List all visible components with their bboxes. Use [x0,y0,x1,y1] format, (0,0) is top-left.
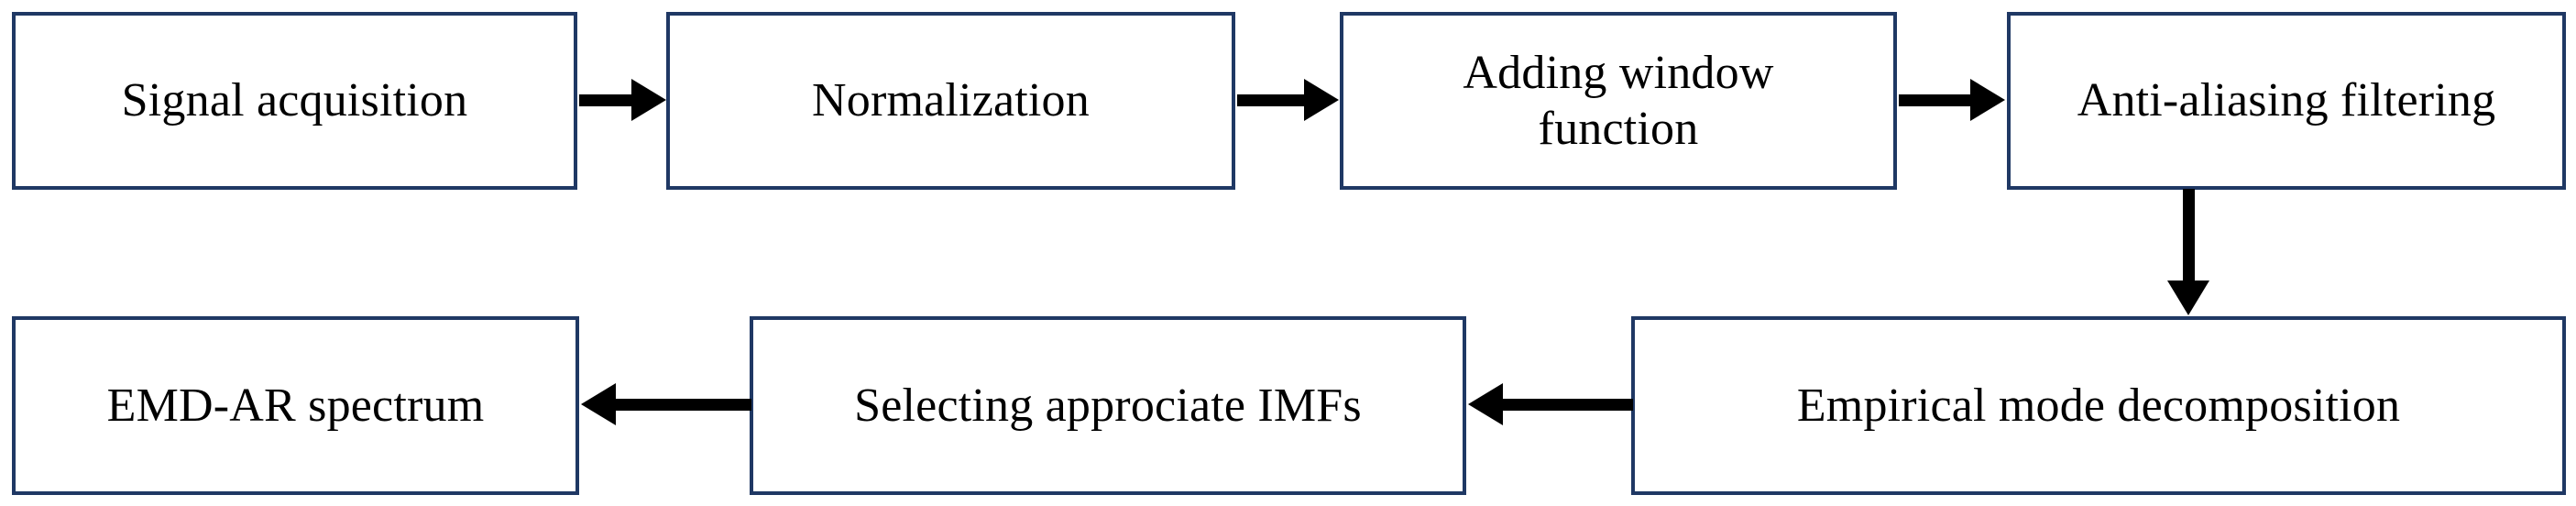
node-label: Signal acquisition [121,74,468,127]
arrow-shaft [2183,189,2195,285]
node-anti-aliasing-filtering[interactable]: Anti-aliasing filtering [2007,12,2566,190]
arrow-shaft [1899,94,1972,106]
node-adding-window-function[interactable]: Adding window function [1340,12,1897,190]
node-label: Adding window function [1463,46,1774,155]
node-selecting-approciate-imfs[interactable]: Selecting approciate IMFs [750,316,1466,495]
node-normalization[interactable]: Normalization [666,12,1235,190]
arrowhead-right-icon [1970,79,2005,121]
node-signal-acquisition[interactable]: Signal acquisition [12,12,577,190]
arrowhead-right-icon [1304,79,1339,121]
node-label: Anti-aliasing filtering [2077,74,2496,127]
node-label: EMD-AR spectrum [106,379,485,432]
node-label: Normalization [812,74,1090,127]
arrowhead-left-icon [581,383,616,425]
arrow-shaft [1237,94,1307,106]
arrowhead-down-icon [2167,280,2209,315]
node-emd-ar-spectrum[interactable]: EMD-AR spectrum [12,316,579,495]
arrow-shaft [614,399,751,411]
arrowhead-right-icon [631,79,666,121]
arrowhead-left-icon [1468,383,1503,425]
node-empirical-mode-decomposition[interactable]: Empirical mode decomposition [1631,316,2566,495]
arrow-shaft [579,94,634,106]
node-label: Empirical mode decomposition [1796,379,2401,432]
node-label: Selecting approciate IMFs [854,379,1362,432]
arrow-shaft [1501,399,1633,411]
